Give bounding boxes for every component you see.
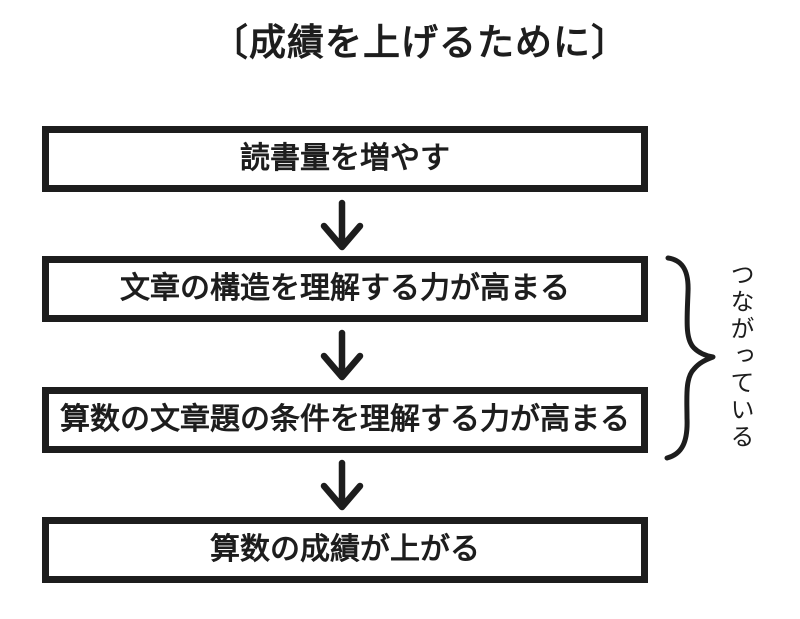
brace-annotation-label: つながっている — [726, 262, 753, 451]
flow-box-1: 読書量を増やす — [42, 126, 648, 192]
flow-box-2: 文章の構造を理解する力が高まる — [42, 256, 648, 322]
flow-box-1-label: 読書量を増やす — [240, 142, 450, 175]
arrow-down-icon — [320, 199, 364, 251]
arrow-down-icon — [320, 329, 364, 381]
flow-box-3-label: 算数の文章題の条件を理解する力が高まる — [60, 403, 630, 436]
arrow-down-icon — [320, 459, 364, 511]
flow-box-3: 算数の文章題の条件を理解する力が高まる — [42, 387, 648, 453]
right-curly-brace-icon — [664, 255, 716, 461]
flow-box-4-label: 算数の成績が上がる — [210, 533, 480, 566]
flow-box-2-label: 文章の構造を理解する力が高まる — [120, 272, 570, 305]
diagram-title: 〔成績を上げるために〕 — [211, 22, 629, 63]
flow-box-4: 算数の成績が上がる — [42, 517, 648, 583]
